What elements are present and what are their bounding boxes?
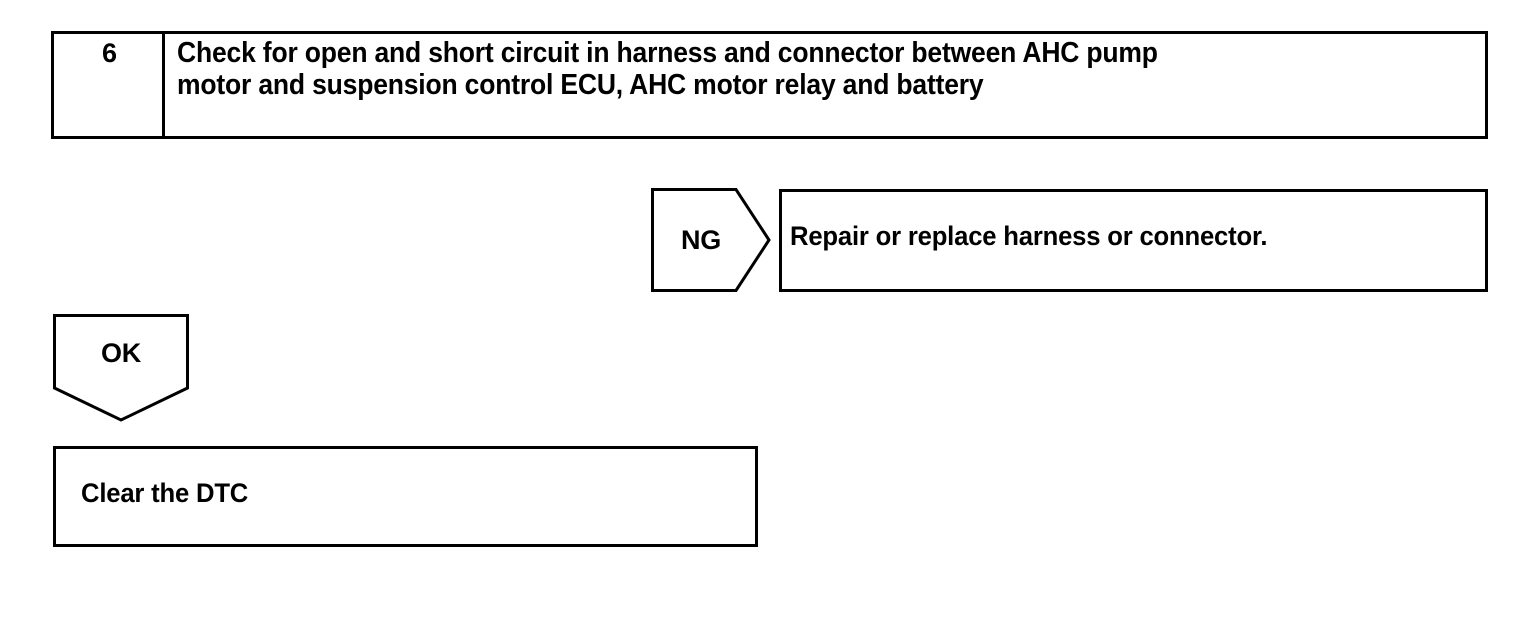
step-number: 6 <box>101 38 118 68</box>
ng-result-box: Repair or replace harness or connector. <box>779 189 1488 292</box>
ng-label: NG <box>680 225 722 255</box>
step-instruction-text: Check for open and short circuit in harn… <box>177 37 1158 101</box>
step-row: 6 Check for open and short circuit in ha… <box>51 31 1488 139</box>
ok-result-box: Clear the DTC <box>53 446 758 547</box>
step-number-cell: 6 <box>54 34 165 136</box>
ng-arrow-icon <box>651 188 771 292</box>
ok-label: OK <box>100 338 142 368</box>
ok-arrow-icon <box>53 314 189 422</box>
ok-action-text: Clear the DTC <box>81 478 249 508</box>
ng-action-text: Repair or replace harness or connector. <box>790 221 1268 251</box>
